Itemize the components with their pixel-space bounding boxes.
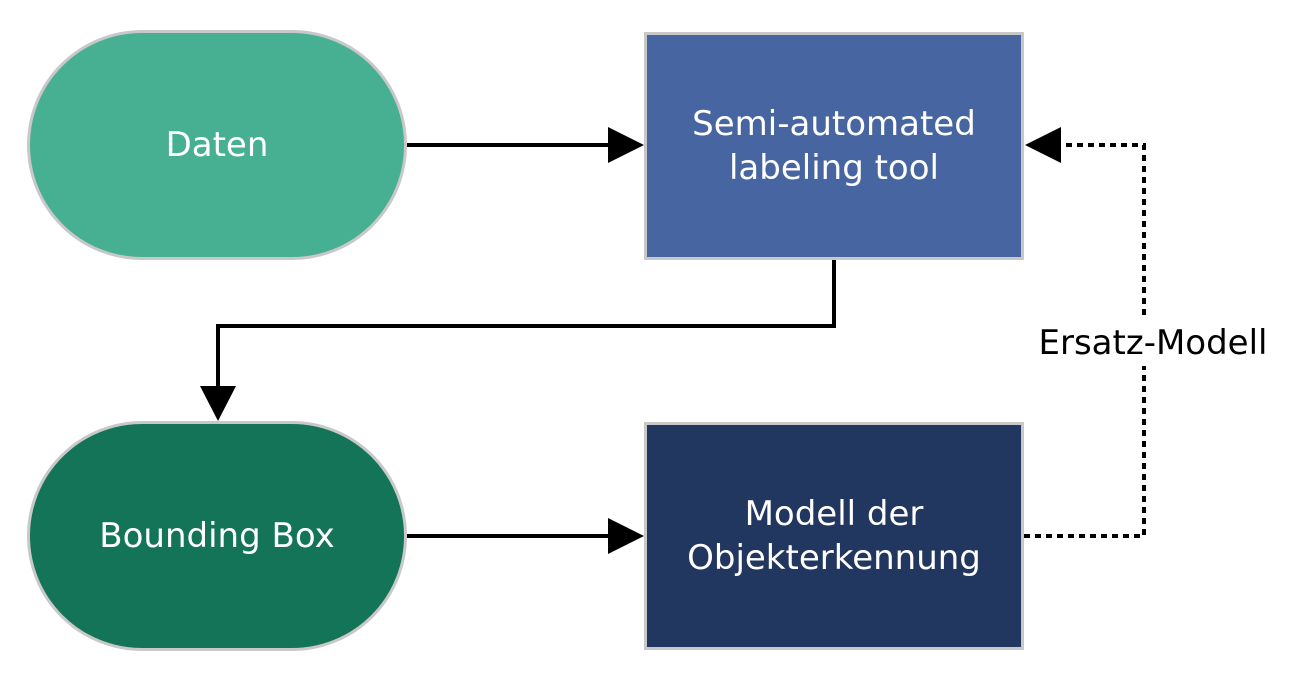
- node-model-label-line1: Modell der: [744, 494, 924, 534]
- edge-tool-to-bounding-box: [216, 260, 836, 388]
- node-tool-label-line1: Semi-automated: [692, 104, 976, 144]
- arrowhead-bounding-box-to-model: [608, 518, 644, 554]
- node-daten: Daten: [27, 30, 407, 260]
- arrowhead-tool-to-bounding-box: [200, 386, 236, 421]
- node-bounding-box-label: Bounding Box: [99, 516, 335, 556]
- node-object-detection-model: Modell der Objekterkennung: [644, 422, 1024, 650]
- edge-model-to-tool-dashed: [1024, 143, 1146, 538]
- node-daten-label: Daten: [165, 125, 269, 165]
- node-tool-label-line2: labeling tool: [728, 148, 939, 188]
- node-model-label-line2: Objekterkennung: [687, 538, 981, 578]
- edge-label-ersatz-modell: Ersatz-Modell: [1028, 320, 1278, 366]
- arrowhead-daten-to-tool: [608, 127, 644, 163]
- node-semi-automated-labeling-tool: Semi-automated labeling tool: [644, 32, 1024, 260]
- arrowhead-model-to-tool: [1025, 127, 1061, 163]
- node-bounding-box: Bounding Box: [27, 421, 407, 651]
